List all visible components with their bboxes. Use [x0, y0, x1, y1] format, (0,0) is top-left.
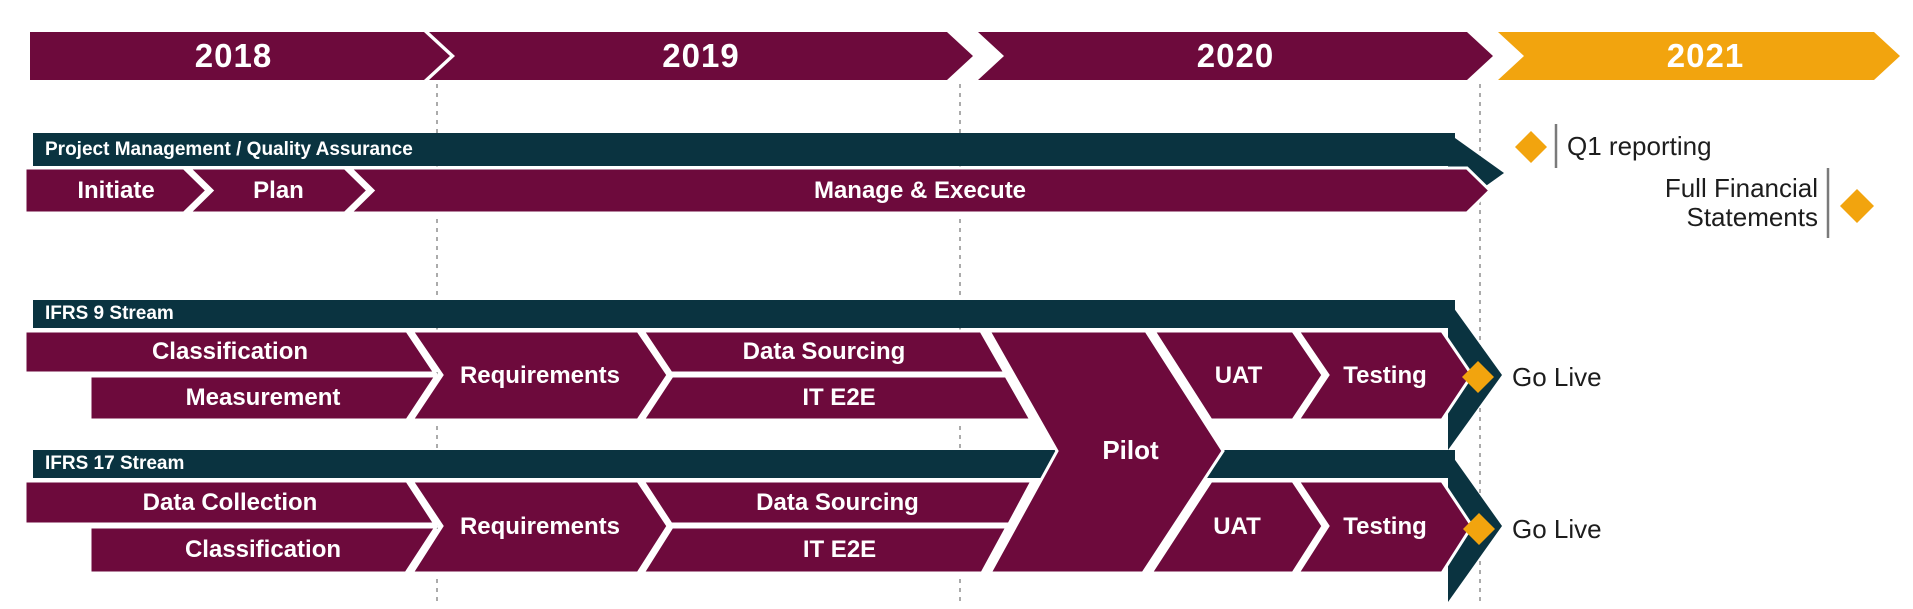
ifrs9-go-live-diamond-icon: [1462, 361, 1494, 393]
ifrs17-chevron-it-e2e: [640, 525, 1010, 575]
ifrs9-chevron-it-e2e: [640, 374, 1034, 422]
ifrs17-band: [23, 450, 1502, 602]
ifrs9-band: [23, 300, 1502, 450]
ifrs17-chevron-uat: [1148, 479, 1325, 575]
pm-chevron-manage-execute: [346, 166, 1493, 215]
ifrs17-chevron-data-collection: [23, 479, 438, 526]
pm-qa-band: [23, 133, 1504, 215]
pilot-chevron: [986, 329, 1225, 575]
year-chevron-2019: [429, 32, 973, 80]
ifrs9-chevron-requirements: [409, 329, 670, 422]
pm-chevron-initiate: [23, 166, 210, 215]
year-band: [30, 32, 1900, 80]
ifrs17-chevron-requirements: [409, 479, 670, 575]
year-chevron-2021: [1498, 32, 1900, 80]
milestone-markers: [1462, 124, 1874, 545]
ifrs17-chevron-classification: [88, 525, 439, 575]
ifrs9-chevron-data-sourcing: [640, 329, 1008, 375]
year-chevron-2018: [30, 32, 450, 80]
ifrs9-chevron-uat: [1151, 329, 1325, 422]
ifrs9-chevron-testing: [1295, 329, 1474, 422]
pm-header-band: [33, 133, 1455, 166]
ifrs17-chevron-data-sourcing: [640, 479, 1035, 526]
ifrs17-go-live-diamond-icon: [1463, 513, 1495, 545]
full-financial-diamond-icon: [1840, 189, 1874, 223]
ifrs17-header-band: [33, 450, 1455, 478]
pm-chevron-plan: [185, 166, 371, 215]
year-chevron-2020: [978, 32, 1493, 80]
q1-reporting-diamond-icon: [1515, 131, 1547, 163]
ifrs9-chevron-classification: [23, 329, 438, 375]
ifrs9-header-band: [33, 300, 1455, 328]
ifrs9-chevron-measurement: [88, 374, 439, 422]
ifrs17-chevron-testing: [1295, 479, 1474, 575]
